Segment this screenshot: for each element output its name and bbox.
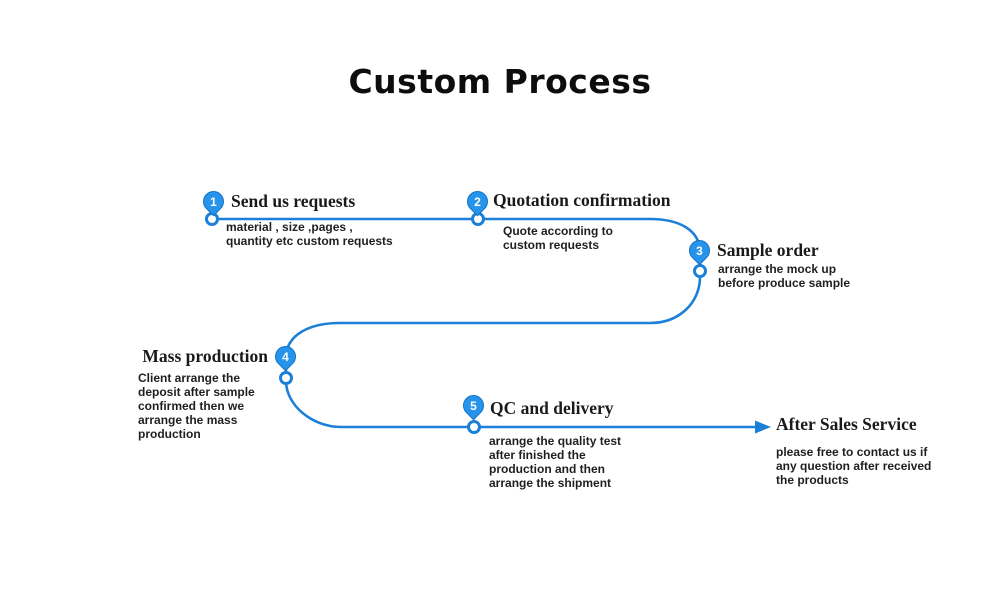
step-3-node-dot <box>693 264 707 278</box>
step-1-number: 1 <box>210 194 217 209</box>
step-2-title: Quotation confirmation <box>493 190 671 210</box>
after-sales-description: please free to contact us if any questio… <box>776 445 932 487</box>
step-3-title: Sample order <box>717 240 819 260</box>
step-2-description: Quote according to custom requests <box>503 224 614 252</box>
step-2-number: 2 <box>474 194 481 209</box>
step-3-number: 3 <box>696 243 703 258</box>
step-4-node-dot <box>279 371 293 385</box>
step-5-title: QC and delivery <box>490 398 614 418</box>
step-5-description: arrange the quality test after finished … <box>489 434 622 490</box>
step-3-description: arrange the mock up before produce sampl… <box>718 262 851 290</box>
step-1-title: Send us requests <box>231 191 356 211</box>
page-title: Custom Process <box>348 62 652 101</box>
flow-path <box>212 217 757 429</box>
step-4-title: Mass production <box>142 346 268 366</box>
step-5-node-dot <box>467 420 481 434</box>
after-sales-title: After Sales Service <box>776 414 917 434</box>
step-5-number: 5 <box>470 398 477 413</box>
arrowhead-icon <box>755 420 771 434</box>
step-4-number: 4 <box>282 349 289 364</box>
step-4-description: Client arrange the deposit after sample … <box>138 371 255 441</box>
step-1-description: material , size ,pages , quantity etc cu… <box>226 220 393 248</box>
